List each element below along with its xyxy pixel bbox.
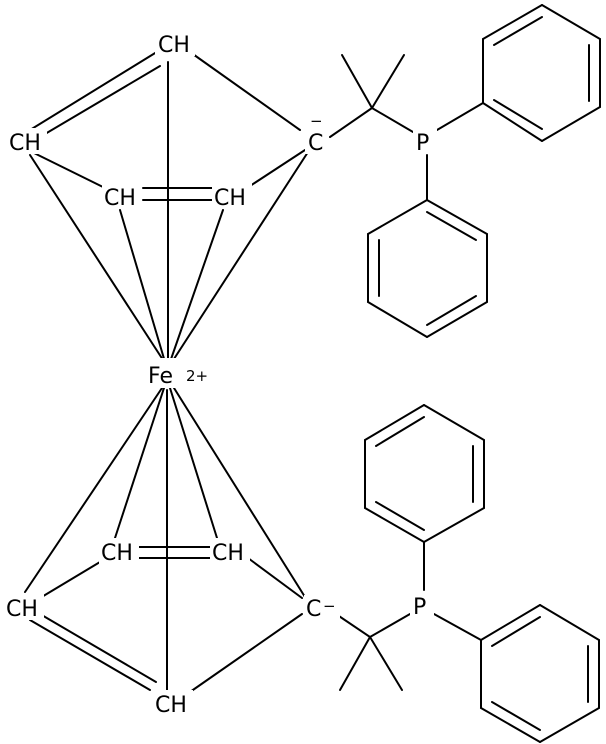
bond [423, 507, 485, 543]
bond [371, 54, 405, 109]
bond [541, 4, 601, 40]
iron-atom-label: Fe [148, 364, 173, 389]
phosphorus-2-label: P [413, 595, 426, 620]
bond [189, 51, 301, 131]
bond [539, 604, 600, 641]
bond [329, 107, 373, 138]
bond [426, 199, 488, 235]
bond [114, 387, 165, 539]
bond [24, 387, 163, 593]
iron-charge-label: 2+ [186, 367, 208, 385]
cp2-anion-c-label: C [306, 597, 321, 622]
bond [169, 209, 224, 363]
cp2-top-right-ch-label: CH [212, 541, 244, 566]
bond [539, 707, 600, 743]
bond [367, 301, 428, 338]
bond [541, 106, 601, 142]
bond [375, 416, 425, 447]
bond [426, 211, 477, 241]
cp1-anion-charge-label: − [310, 112, 323, 130]
cp1-inner-left-ch-label: CH [104, 186, 136, 211]
bond [339, 636, 371, 691]
bond [169, 387, 218, 539]
bond [29, 619, 151, 691]
bond [369, 636, 403, 691]
bond [375, 501, 425, 531]
bond [436, 102, 484, 131]
bond [482, 102, 543, 142]
bond [367, 199, 428, 235]
bond-lines [24, 4, 601, 743]
atom-labels: Fe 2+ CH CH CH CH C − P CH CH CH CH C − … [4, 30, 437, 718]
bond [247, 557, 303, 599]
bond [171, 151, 309, 363]
cp1-anion-c-label: C [308, 131, 323, 156]
cp2-bottom-ch-label: CH [155, 693, 187, 718]
bond [423, 404, 485, 441]
phosphorus-1-label: P [416, 131, 429, 156]
bond [369, 613, 411, 638]
bond [364, 404, 425, 441]
bond [39, 613, 157, 683]
bond [31, 151, 106, 189]
bond [491, 616, 541, 647]
bond [426, 301, 488, 338]
bond [173, 387, 306, 598]
bond [493, 99, 543, 130]
bond [29, 49, 161, 131]
bond [364, 507, 425, 543]
bond [482, 4, 543, 40]
bond [426, 295, 477, 326]
bond [491, 701, 541, 731]
bond [39, 561, 101, 599]
cp1-inner-right-ch-label: CH [214, 186, 246, 211]
cp2-anion-charge-label: − [323, 597, 336, 615]
bond [371, 107, 414, 133]
bond [29, 154, 166, 364]
bond [44, 65, 161, 135]
bond [249, 149, 306, 187]
cp1-left-ch-label: CH [9, 131, 41, 156]
bond [341, 54, 373, 109]
bond [189, 613, 303, 693]
bond [480, 604, 541, 641]
bond [493, 16, 543, 46]
cp2-top-left-ch-label: CH [101, 541, 133, 566]
cp1-top-ch-label: CH [158, 33, 190, 58]
cp2-left-ch-label: CH [6, 597, 38, 622]
bond [433, 613, 482, 641]
bond [119, 209, 166, 363]
bond [480, 707, 541, 743]
